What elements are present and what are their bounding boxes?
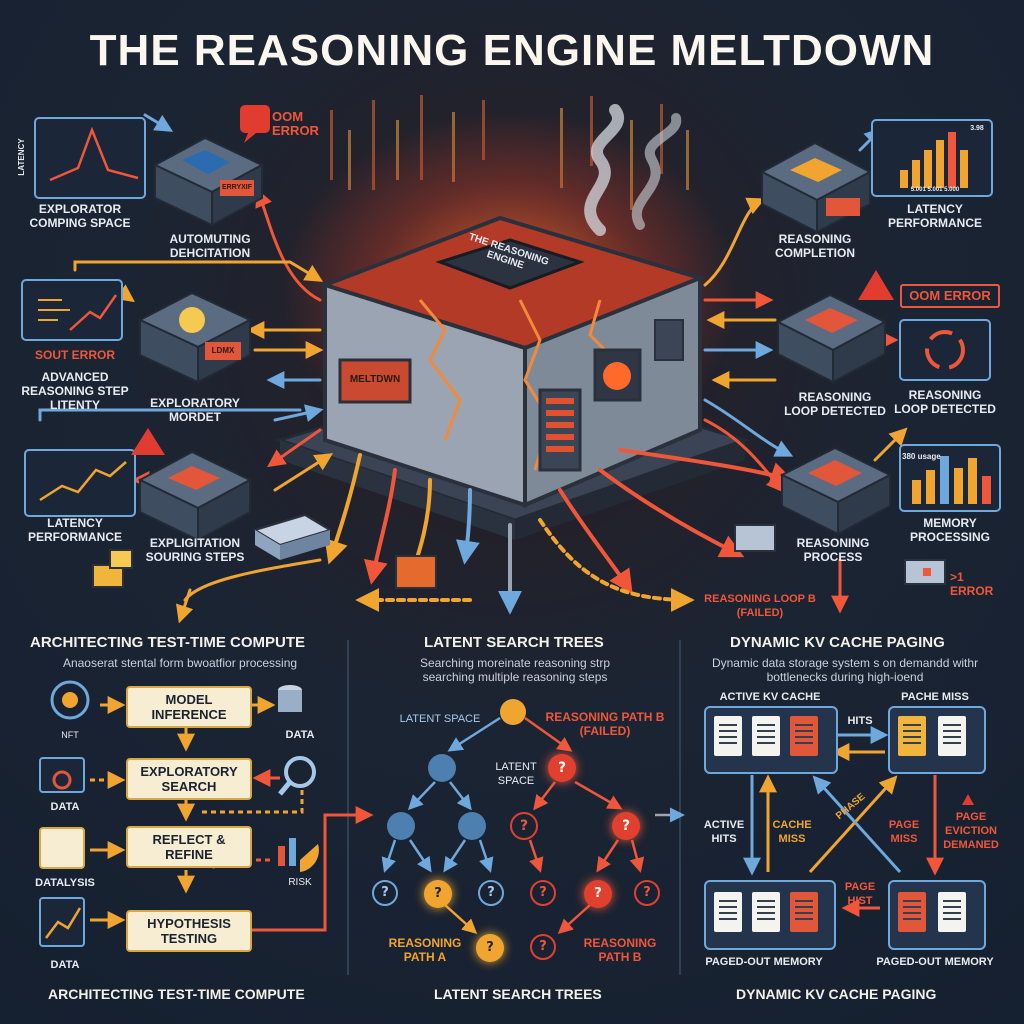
tree-leaf-orange-1: ? <box>424 880 452 908</box>
left-label-expligitation: EXPLIGITATION SOURING STEPS <box>145 536 245 564</box>
step-exploratory-search: EXPLORATORY SEARCH <box>126 758 252 800</box>
section-c-subtitle: Dynamic data storage system s on demandd… <box>711 656 979 684</box>
right-oom-error: OOM ERROR <box>900 284 1000 308</box>
cache-active-label: ACTIVE KV CACHE <box>719 691 821 703</box>
paged-out-right-label: PAGED-OUT MEMORY <box>876 956 994 968</box>
right-label-loop-detected-1: REASONING LOOP DETECTED <box>784 390 886 418</box>
right-label-reasoning-completion: REASONING COMPLETION <box>775 232 855 260</box>
right-label-memory-processing: MEMORY PROCESSING <box>909 516 990 544</box>
paged-doc-1 <box>714 892 742 932</box>
cache-hits-label: HITS <box>847 715 873 727</box>
failed-loop-label: REASONING LOOP B (FAILED) <box>704 593 816 619</box>
cache-active-hits-label: ACTIVE HITS <box>703 819 745 845</box>
tree-leaf-red-3: ? <box>634 880 660 906</box>
cache-miss-label: PACHE MISS <box>901 691 969 703</box>
left-label-exploratory-mordet: EXPLORATORY MORDET <box>150 396 240 424</box>
left-label-explorator: EXPLORATOR COMPING SPACE <box>29 202 131 230</box>
page-title: THE REASONING ENGINE MELTDOWN <box>89 26 935 75</box>
tree-final-red: ? <box>530 934 556 960</box>
step-reflect-refine: REFLECT & REFINE <box>126 826 252 868</box>
miss-doc-1 <box>898 716 926 756</box>
icon-label-datalysis: DATALYSIS <box>35 877 95 889</box>
section-b-heading: LATENT SEARCH TREES <box>424 634 604 651</box>
right-chart-values-top: 3.98 <box>970 125 984 132</box>
tree-leaf-blue-2: ? <box>478 880 504 906</box>
left-tag-erryxif: ERRYXIF <box>221 184 253 191</box>
miss-doc-2 <box>938 716 966 756</box>
section-a-subtitle: Anaoserat stental form bwoatfior process… <box>62 656 298 670</box>
tree-path-b-failed: REASONING PATH B (FAILED) <box>545 710 665 738</box>
paged-doc-4 <box>898 892 926 932</box>
icon-label-risk: RISK <box>288 877 312 888</box>
left-label-advanced-reasoning: ADVANCED REASONING STEP LITENTY <box>21 370 129 412</box>
left-label-latency-performance: LATENCY PERFORMANCE <box>27 516 122 544</box>
step-model-inference: MODEL INFERENCE <box>126 686 252 728</box>
paged-out-left-label: PAGED-OUT MEMORY <box>705 956 823 968</box>
tree-node-red-left: ? <box>510 812 538 840</box>
right-chart-usage: 380 usage <box>902 452 941 461</box>
cache-eviction-label: PAGE EVICTION DEMANED <box>943 811 999 851</box>
section-c-footer: DYNAMIC KV CACHE PAGING <box>736 986 937 1002</box>
eviction-warning-icon <box>962 794 974 805</box>
cache-page-hist-label: PAGE HIST <box>844 881 876 907</box>
reasoning-engine-cube <box>318 215 707 509</box>
section-b-subtitle: Searching moreinate reasoning strp searc… <box>419 656 611 684</box>
section-a-footer: ARCHITECTING TEST-TIME COMPUTE <box>48 986 305 1002</box>
cache-doc-2 <box>752 716 780 756</box>
tree-final-orange: ? <box>476 934 504 962</box>
tree-latent-space-left: LATENT SPACE <box>399 713 481 725</box>
tree-leaf-red-2: ? <box>584 880 612 908</box>
section-c-heading: DYNAMIC KV CACHE PAGING <box>730 634 945 651</box>
icon-label-data-3: DATA <box>50 959 80 971</box>
section-b-footer: LATENT SEARCH TREES <box>434 986 602 1002</box>
left-label-automuting: AUTOMUTING DEHCITATION <box>169 232 251 260</box>
tree-node-red-right: ? <box>612 812 640 840</box>
warning-icons <box>131 105 894 455</box>
tree-path-a: REASONING PATH A <box>388 936 462 964</box>
tree-node-red: ? <box>548 754 576 782</box>
tree-leaf-blue-1: ? <box>372 880 398 906</box>
top-oom-error: OOM ERROR <box>272 109 319 138</box>
right-label-reasoning-process: REASONING PROCESS <box>796 536 870 564</box>
right-label-latency-performance: LATENCY PERFORMANCE <box>887 202 982 230</box>
icon-label-nft: NFT <box>61 730 79 740</box>
tree-path-b: REASONING PATH B <box>583 936 657 964</box>
icon-label-data-1: DATA <box>285 729 315 741</box>
paged-doc-3 <box>790 892 818 932</box>
icon-label-data-2: DATA <box>50 801 80 813</box>
cache-page-miss-label: PAGE MISS <box>888 819 920 845</box>
right-chart-values-bottom: 5.001 5.001 5.000 <box>910 187 960 193</box>
paged-doc-5 <box>938 892 966 932</box>
cache-doc-3 <box>790 716 818 756</box>
paged-doc-2 <box>752 892 780 932</box>
right-label-loop-detected-2: REASONING LOOP DETECTED <box>894 388 996 416</box>
right-node-boxes <box>759 141 893 536</box>
left-tag-ldmx: LDMX <box>211 346 235 355</box>
engine-panel-label: MELTDWN <box>349 374 401 385</box>
small-devices <box>92 513 946 589</box>
left-node-boxes <box>137 136 265 542</box>
cache-doc-1 <box>714 716 742 756</box>
cache-cache-miss-label: CACHE MISS <box>772 819 812 845</box>
left-label-sout-error: SOUT ERROR <box>34 348 115 362</box>
left-chart-latency: LATENCY <box>17 138 26 176</box>
right-label-error: >1 ERROR <box>950 570 994 598</box>
tree-leaf-red-1: ? <box>530 880 556 906</box>
section-a-heading: ARCHITECTING TEST-TIME COMPUTE <box>30 634 305 651</box>
step-hypothesis-testing: HYPOTHESIS TESTING <box>126 910 252 952</box>
tree-latent-space-mid: LATENT SPACE <box>495 761 537 787</box>
